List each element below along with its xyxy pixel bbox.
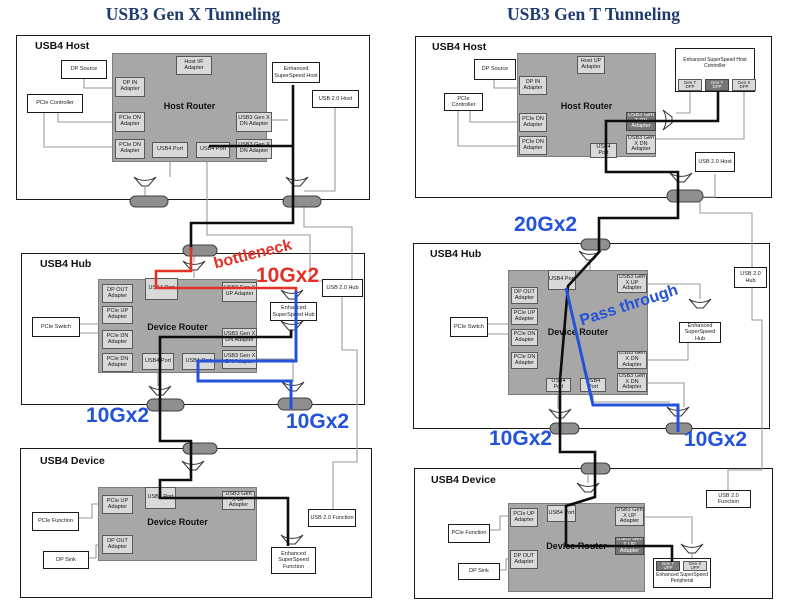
pcie-switch-box: PCIe Switch (32, 317, 80, 337)
pcie-dn-adapter-box: PCIe DN Adapter (115, 139, 145, 159)
usb2-function-box: USB 2.0 Function (706, 490, 751, 508)
ess-hub-box: Enhanced SuperSpeed Hub (679, 322, 721, 343)
usb4-port-box: USB4 Port (548, 270, 576, 290)
dp-out-adapter-box: DP OUT Adapter (510, 550, 538, 569)
ess-hub-box: Enhanced SuperSpeed Hub (270, 302, 317, 321)
genx-up-adapter-box: USB3 Gen X UP Adapter (222, 491, 255, 510)
red-rate-annotation: 10Gx2 (256, 264, 320, 287)
pcie-controller-box: PCIe Controller (444, 93, 483, 111)
genx-dn-adapter-box: USB3 Gen X DN Adapter (222, 350, 257, 369)
gent-dfp-box: Gen T DFP (705, 79, 729, 91)
dp-in-adapter-box: DP IN Adapter (519, 76, 547, 95)
right-host-router-label: Host Router (560, 101, 613, 111)
gent-up-adapter-box: USB3 Gen T UP Adapter (615, 537, 644, 555)
genx-dn-adapter-box: USB3 Gen X DN Adapter (617, 373, 647, 392)
genx-up-adapter-box: USB3 Gen X UP Adapter (617, 274, 647, 293)
left-hub-label: USB4 Hub (40, 258, 92, 270)
usb2-function-box: USB 2.0 Function (308, 509, 356, 527)
gent-ufp-box: Gen T UFP (656, 561, 680, 571)
host-up-adapter-box: Host UP Adapter (577, 56, 605, 74)
pcie-function-box: PCIe Function (448, 524, 490, 543)
host-if-adapter-box: Host I/F Adapter (176, 56, 212, 75)
pcie-dn-adapter-box: PCIe DN Adapter (511, 329, 538, 346)
pcie-controller-box: PCIe Controller (27, 94, 83, 113)
pcie-dn-adapter-box: PCIe DN Adapter (102, 330, 133, 349)
genx-dn-adapter-box: USB3 Gen X DN Adapter (617, 351, 647, 369)
genx-dfp-box: Gen X DFP (732, 79, 756, 91)
left-rate-bottom-right: 10Gx2 (286, 410, 350, 433)
right-rate-bottom-right: 10Gx2 (684, 428, 748, 451)
pcie-up-adapter-box: PCIe UP Adapter (511, 308, 538, 325)
usb2-host-box: USB 2.0 Host (695, 152, 735, 172)
genx-dn-adapter-box: USB3 Gen X DN Adapter (626, 135, 656, 154)
genx-up-adapter-box: USB3 Gen X UP Adapter (615, 507, 644, 526)
pcie-up-adapter-box: PCIe UP Adapter (102, 306, 133, 324)
usb4-port-box: USB4 Port (182, 353, 215, 370)
genx-dn-adapter-box: USB3 Gen X DN Adapter (222, 328, 257, 347)
right-device-label: USB4 Device (431, 474, 496, 486)
right-rate-top: 20Gx2 (514, 213, 578, 236)
dp-out-adapter-box: DP OUT Adapter (511, 287, 538, 304)
right-hub-label: USB4 Hub (430, 248, 482, 260)
pcie-switch-box: PCIe Switch (450, 317, 488, 337)
dp-sink-box: DP Sink (458, 563, 500, 580)
usb4-port-box: USB4 Port (546, 378, 571, 392)
right-rate-bottom-left: 10Gx2 (489, 427, 553, 450)
pcie-dn-adapter-box: PCIe DN Adapter (519, 113, 547, 132)
genx-ufp-box: Gen X UFP (683, 561, 707, 571)
genx-up-adapter-box: USB3 Gen X UP Adapter (222, 282, 257, 302)
dp-source-box: DP Source (474, 59, 516, 80)
pcie-function-box: PCIe Function (32, 512, 79, 531)
left-rate-bottom-left: 10Gx2 (86, 404, 150, 427)
left-device-router-label: Device Router (147, 517, 208, 527)
right-diagram-title: USB3 Gen T Tunneling (507, 4, 680, 24)
pcie-dn-adapter-box: PCIe DN Adapter (511, 352, 538, 369)
usb4-port-box: USB4 Port (142, 353, 174, 370)
gent-dn-adapter-box: USB3 Gen T DN Adapter (626, 112, 656, 131)
usb4-port-box: USB4 Port (145, 278, 178, 300)
pcie-up-adapter-box: PCIe UP Adapter (102, 495, 133, 514)
genx-dn-adapter-box: USB3 Gen X DN Adapter (236, 139, 272, 159)
usb4-port-box: USB4 Port (580, 378, 606, 392)
left-host-label: USB4 Host (35, 40, 90, 52)
left-diagram-title: USB3 Gen X Tunneling (105, 4, 281, 24)
right-host-label: USB4 Host (432, 41, 487, 53)
pcie-dn-adapter-box: PCIe DN Adapter (115, 112, 145, 132)
left-device-label: USB4 Device (40, 455, 105, 467)
usb4-port-box: USB4 Port (547, 505, 576, 522)
dp-in-adapter-box: DP IN Adapter (115, 77, 145, 97)
pcie-dn-adapter-box: PCIe DN Adapter (519, 136, 547, 155)
genx-dn-adapter-box: USB3 Gen X DN Adapter (236, 112, 272, 132)
usb2-host-box: USB 2.0 Host (312, 90, 359, 108)
pcie-up-adapter-box: PCIe UP Adapter (510, 508, 538, 527)
usb4-port-box: USB4 Port (590, 143, 617, 158)
pcie-dn-adapter-box: PCIe DN Adapter (102, 353, 133, 372)
usb4-port-box: USB4 Port (145, 487, 176, 509)
ess-function-box: Enhanced SuperSpeed Function (271, 547, 316, 574)
dp-source-box: DP Source (61, 60, 107, 79)
usb2-hub-box: USB 2.0 Hub (734, 267, 767, 288)
left-hub-router-label: Device Router (147, 322, 208, 332)
usb4-port-box: USB4 Port (152, 142, 188, 158)
usb4-port-box: USB4 Port (196, 142, 230, 158)
usb2-hub-box: USB 2.0 Hub (322, 279, 363, 297)
dp-sink-box: DP Sink (43, 551, 89, 569)
gent-dfp-box: Gen T DFP (678, 79, 702, 91)
left-host-router-label: Host Router (163, 101, 216, 111)
ess-host-box: Enhanced SuperSpeed Host (272, 62, 320, 83)
dp-out-adapter-box: DP OUT Adapter (102, 284, 133, 303)
dp-out-adapter-box: DP OUT Adapter (102, 535, 133, 554)
